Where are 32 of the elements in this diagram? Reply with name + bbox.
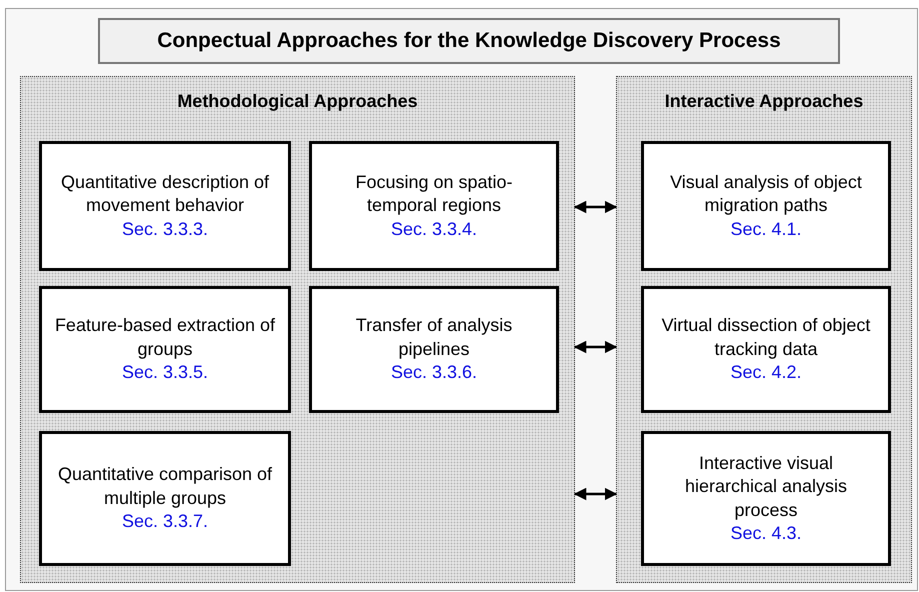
section-reference: Sec. 3.3.3. bbox=[122, 218, 208, 241]
title-box: Conpectual Approaches for the Knowledge Discovery Process bbox=[98, 18, 840, 64]
approach-description: Feature-based extraction of groups bbox=[54, 314, 276, 361]
section-reference: Sec. 3.3.4. bbox=[390, 218, 478, 241]
approach-box bbox=[641, 286, 891, 413]
approach-description: Interactive visual hierarchical analysis process bbox=[684, 452, 848, 522]
double-arrow bbox=[574, 200, 618, 214]
approach-box bbox=[309, 141, 559, 271]
double-arrow bbox=[574, 488, 618, 500]
approach-box bbox=[39, 431, 291, 566]
approach-description: Visual analysis of object migration paths bbox=[669, 170, 863, 218]
section-reference: Sec. 3.3.7. bbox=[122, 510, 208, 534]
section-reference: Sec. 4.3. bbox=[730, 522, 802, 545]
panel-heading: Methodological Approaches bbox=[177, 91, 418, 111]
approach-description: Focusing on spatio-temporal regions bbox=[354, 170, 514, 218]
approach-description: Virtual dissection of object tracking data bbox=[660, 314, 872, 361]
panel-heading: Interactive Approaches bbox=[664, 91, 864, 111]
approach-box bbox=[39, 141, 291, 271]
section-reference: Sec. 4.1. bbox=[730, 218, 802, 241]
approach-box bbox=[641, 141, 891, 271]
approach-box bbox=[641, 431, 891, 566]
approach-box bbox=[39, 286, 291, 413]
approach-description: Quantitative comparison of multiple groups bbox=[56, 463, 274, 510]
approach-box bbox=[309, 286, 559, 413]
section-reference: Sec. 4.2. bbox=[730, 361, 802, 384]
group-panel bbox=[616, 76, 912, 583]
group-panel bbox=[20, 76, 575, 583]
section-reference: Sec. 3.3.5. bbox=[122, 361, 208, 384]
double-arrow bbox=[574, 340, 618, 354]
approach-description: Quantitative description of movement behavior bbox=[60, 170, 270, 218]
section-reference: Sec. 3.3.6. bbox=[390, 361, 478, 384]
approach-description: Transfer of analysis pipelines bbox=[354, 314, 514, 361]
